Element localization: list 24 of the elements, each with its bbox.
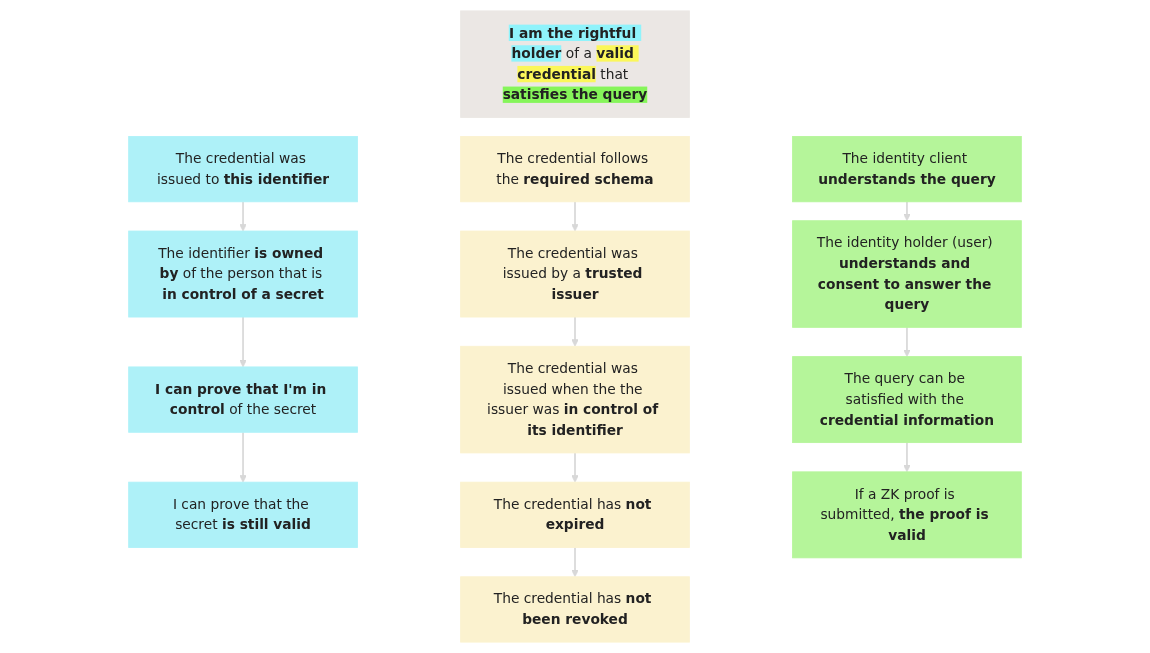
- node-box: I can prove that the secret is still valid: [128, 481, 358, 548]
- arrow: [571, 200, 579, 232]
- arrow: [903, 200, 911, 222]
- arrow: [239, 431, 247, 483]
- node-box: The identifier is owned by of the person that is in control of a secret: [128, 230, 358, 318]
- node-box: The identity holder (user) understands and consent to answer the query: [792, 220, 1022, 328]
- arrow: [571, 452, 579, 483]
- node-box: The credential was issued when the the issuer was in control of its identifier: [460, 345, 690, 454]
- arrow: [571, 316, 579, 347]
- node-box: I can prove that I'm in control of the secret: [128, 366, 358, 433]
- node-box: The query can be satisfied with the credential information: [792, 356, 1022, 444]
- node-box: The credential has not been revoked: [460, 576, 690, 643]
- node-box: The credential was issued to this identifier: [128, 136, 358, 203]
- arrow: [903, 326, 911, 357]
- arrow: [239, 316, 247, 368]
- node-box: The credential was issued by a trusted issuer: [460, 230, 690, 318]
- node-box: The credential follows the required schema: [460, 136, 690, 203]
- node-box: If a ZK proof is submitted, the proof is valid: [792, 471, 1022, 559]
- node-box: The credential has not expired: [460, 481, 690, 548]
- arrow: [903, 441, 911, 473]
- node-box: I am the rightful holder of a valid credential that satisfies the query: [460, 10, 690, 118]
- node-box: The identity client understands the query: [792, 136, 1022, 203]
- arrow: [239, 200, 247, 232]
- arrow: [571, 546, 579, 578]
